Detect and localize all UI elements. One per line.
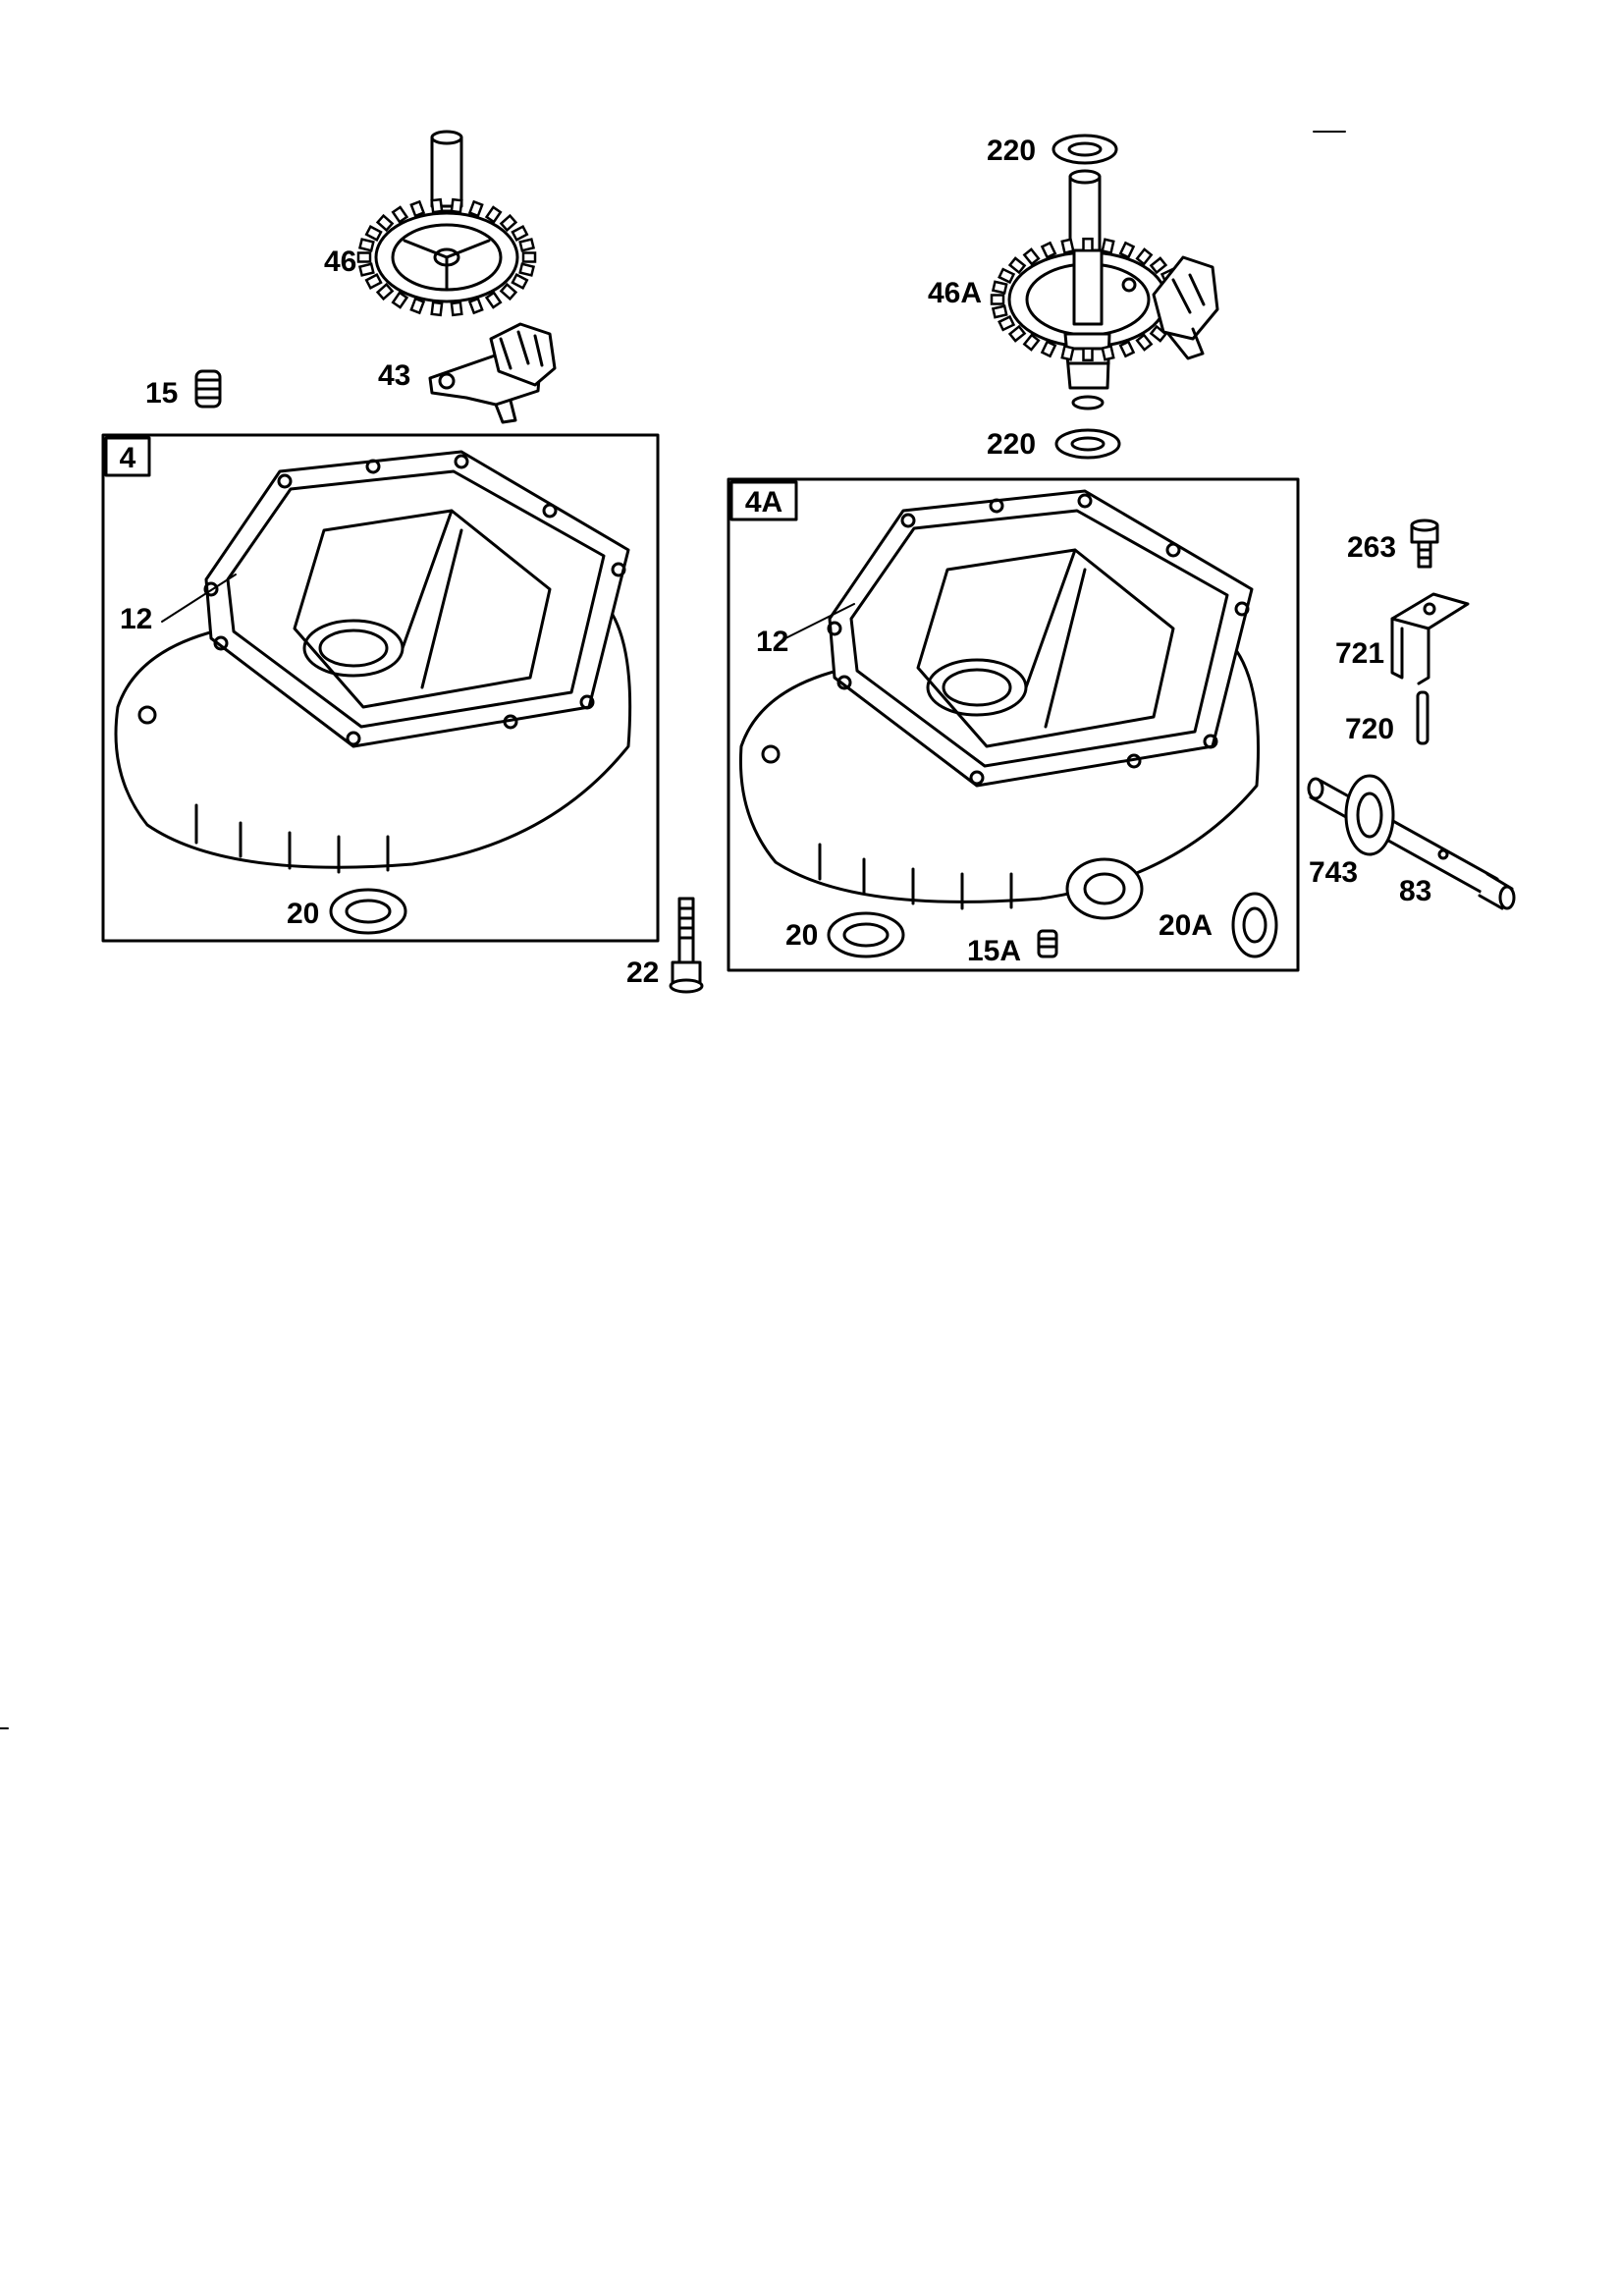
gear-tooth [375, 213, 395, 233]
gear-tooth [1040, 340, 1057, 358]
governor-assembly-43 [428, 322, 557, 424]
gear-tooth [467, 199, 484, 218]
box-tag-4: 4 [120, 442, 136, 474]
gear-tooth [450, 301, 463, 317]
governor-shaft-gear-743-83 [1307, 774, 1516, 910]
gear-tooth [499, 282, 518, 301]
label-15a: 15A [967, 935, 1021, 967]
gear-tooth [1007, 256, 1027, 275]
gear-tooth [391, 291, 409, 309]
box-4a: 4A [727, 477, 1300, 972]
label-743: 743 [1309, 856, 1358, 889]
gear-tooth [1101, 345, 1115, 361]
label-20-left: 20 [287, 898, 319, 930]
label-220-bottom: 220 [987, 428, 1036, 461]
label-12-left: 12 [120, 603, 152, 635]
camshaft-gear-46 [356, 130, 537, 317]
gear-tooth [1022, 247, 1041, 266]
screw-263 [1410, 519, 1439, 569]
label-20-right: 20 [785, 919, 818, 952]
label-720: 720 [1345, 713, 1394, 745]
gear-tooth [1118, 241, 1136, 259]
gear-tooth [375, 282, 395, 301]
label-46: 46 [324, 246, 356, 278]
bolt-22 [669, 897, 704, 994]
gear-tooth [998, 314, 1016, 332]
box-4: 4 [101, 433, 660, 943]
gear-tooth [409, 297, 426, 315]
gear-tooth [1082, 347, 1094, 362]
gear-tooth [511, 225, 529, 242]
crankcase-sump-right [738, 489, 1261, 920]
gear-tooth [356, 251, 372, 263]
oil-seal-20-left [329, 888, 407, 935]
camshaft-gear-46a [990, 169, 1219, 410]
label-721: 721 [1335, 637, 1384, 670]
gear-tooth [450, 197, 463, 214]
gear-tooth [467, 297, 484, 315]
gear-tooth [1060, 238, 1075, 254]
crankcase-sump-left [114, 450, 632, 874]
label-83: 83 [1399, 875, 1431, 907]
gear-tooth [430, 301, 444, 317]
label-263: 263 [1347, 531, 1396, 564]
box-tag-4a: 4A [745, 486, 782, 519]
gear-tooth [484, 205, 503, 224]
gear-tooth [991, 280, 1008, 295]
label-12-right: 12 [756, 626, 788, 658]
gear-tooth [391, 205, 409, 224]
gear-tooth [1149, 324, 1168, 343]
gear-tooth [364, 273, 383, 290]
gear-tooth [518, 262, 536, 277]
gear-tooth [518, 238, 536, 252]
gear-tooth [1135, 247, 1154, 266]
washer-220-bottom [1054, 428, 1121, 460]
gear-tooth [1007, 324, 1027, 343]
gear-tooth [364, 225, 383, 242]
gear-tooth [1040, 241, 1057, 259]
gear-tooth [499, 213, 518, 233]
part-labels: 46 43 15 12 20 22 220 46A 220 12 20 15A … [120, 135, 1431, 989]
gear-tooth [991, 304, 1008, 319]
leader-lines [161, 574, 855, 639]
gear-tooth [1101, 238, 1115, 254]
bracket-721 [1390, 592, 1470, 685]
label-20a: 20A [1159, 909, 1213, 942]
gear-tooth [511, 273, 529, 290]
gear-tooth [357, 238, 375, 252]
oil-seal-20-right [827, 911, 905, 958]
gear-tooth [409, 199, 426, 218]
gear-tooth [998, 267, 1016, 285]
oil-seal-20a [1231, 892, 1278, 958]
gear-tooth [1060, 345, 1075, 361]
label-15: 15 [145, 377, 178, 410]
plug-15a [1037, 929, 1058, 958]
label-220-top: 220 [987, 135, 1036, 167]
pin-720 [1416, 690, 1429, 745]
gear-tooth [1022, 333, 1041, 352]
plug-15 [194, 369, 222, 409]
gear-tooth [1118, 340, 1136, 358]
gear-tooth [521, 251, 537, 263]
gear-tooth [484, 291, 503, 309]
gear-tooth [1149, 256, 1168, 275]
gear-tooth [430, 197, 444, 214]
gear-tooth [1082, 237, 1094, 252]
gear-tooth [357, 262, 375, 277]
gear-tooth [1135, 333, 1154, 352]
label-22: 22 [626, 957, 659, 989]
washer-220-top [1052, 134, 1118, 165]
label-43: 43 [378, 359, 410, 392]
label-46a: 46A [928, 277, 982, 309]
gear-tooth [990, 294, 1005, 305]
